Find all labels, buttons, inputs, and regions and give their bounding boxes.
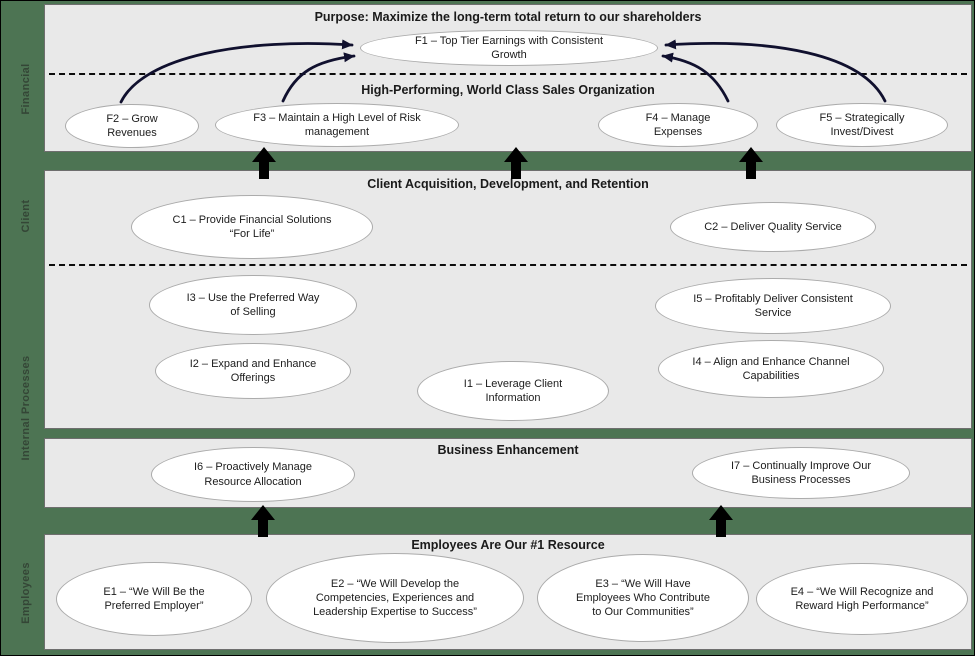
perspective-label-internal-processes: Internal Processes	[20, 355, 32, 461]
up-arrow-icon	[251, 505, 275, 537]
node-f3: F3 – Maintain a High Level of Risk manag…	[215, 103, 459, 147]
node-i4: I4 – Align and Enhance Channel Capabilit…	[658, 340, 884, 398]
employees-band-title: Employees Are Our #1 Resource	[411, 538, 605, 552]
sales-organization-title: High-Performing, World Class Sales Organ…	[361, 83, 655, 97]
node-e1: E1 – “We Will Be the Preferred Employer”	[56, 562, 252, 636]
up-arrow-icon	[739, 147, 763, 179]
node-f1: F1 – Top Tier Earnings with Consistent G…	[360, 30, 658, 66]
up-arrow-icon	[504, 147, 528, 179]
node-e4: E4 – “We Will Recognize and Reward High …	[756, 563, 968, 635]
perspective-label-financial: Financial	[20, 63, 32, 115]
perspective-label-client: Client	[20, 199, 32, 233]
node-f5: F5 – Strategically Invest/Divest	[776, 103, 948, 147]
business-enhancement-title: Business Enhancement	[437, 443, 579, 457]
node-c2: C2 – Deliver Quality Service	[670, 202, 876, 252]
node-i6: I6 – Proactively Manage Resource Allocat…	[151, 447, 355, 502]
up-arrow-icon	[252, 147, 276, 179]
node-i3: I3 – Use the Preferred Way of Selling	[149, 275, 357, 335]
financial-dashed-divider	[49, 73, 967, 75]
node-f2: F2 – Grow Revenues	[65, 104, 199, 148]
node-i7: I7 – Continually Improve Our Business Pr…	[692, 447, 910, 499]
client-internal-dashed-divider	[49, 264, 967, 266]
node-c1: C1 – Provide Financial Solutions “For Li…	[131, 195, 373, 259]
node-e2: E2 – “We Will Develop the Competencies, …	[266, 553, 524, 643]
node-i1: I1 – Leverage Client Information	[417, 361, 609, 421]
node-f4: F4 – Manage Expenses	[598, 103, 758, 147]
perspective-label-employees: Employees	[20, 562, 32, 624]
node-e3: E3 – “We Will Have Employees Who Contrib…	[537, 554, 749, 642]
node-i5: I5 – Profitably Deliver Consistent Servi…	[655, 278, 891, 334]
purpose-title: Purpose: Maximize the long-term total re…	[314, 10, 702, 24]
client-band-title: Client Acquisition, Development, and Ret…	[367, 177, 649, 191]
up-arrow-icon	[709, 505, 733, 537]
node-i2: I2 – Expand and Enhance Offerings	[155, 343, 351, 399]
